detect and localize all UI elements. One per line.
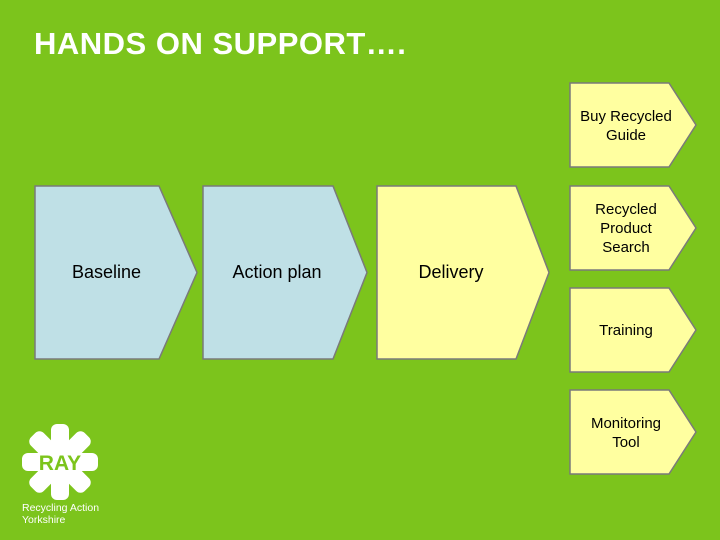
monitoring-tool-shape [569, 389, 697, 475]
ray-star-icon: RAY [22, 424, 98, 500]
ray-badge-text: RAY [39, 452, 81, 475]
buy-recycled-guide-label: Buy Recycled Guide [580, 108, 672, 144]
logo-caption: Recycling Action Yorkshire [22, 502, 100, 526]
action-plan-arrow-shape [202, 185, 368, 360]
recycled-product-search-item: Recycled Product Search [569, 185, 697, 271]
action-plan-label: Action plan [232, 262, 322, 282]
delivery-arrow-shape [376, 185, 550, 360]
buy-recycled-guide-shape [569, 82, 697, 168]
delivery-label: Delivery [418, 262, 484, 282]
baseline-arrow-shape [34, 185, 198, 360]
recycled-product-search-shape [569, 185, 697, 271]
baseline-label: Baseline [71, 262, 142, 282]
recycled-product-search-label: Recycled Product Search [595, 200, 657, 256]
baseline-step: Baseline [34, 185, 198, 360]
training-label: Training [599, 321, 653, 339]
action-plan-step: Action plan [202, 185, 368, 360]
slide-title: HANDS ON SUPPORT…. [34, 26, 407, 61]
delivery-step: Delivery [376, 185, 550, 360]
ray-star-logo: RAY [16, 422, 116, 532]
buy-recycled-guide-item: Buy Recycled Guide [569, 82, 697, 168]
monitoring-tool-item: Monitoring Tool [569, 389, 697, 475]
training-item: Training [569, 287, 697, 373]
monitoring-tool-label: Monitoring Tool [590, 415, 662, 451]
training-shape [569, 287, 697, 373]
